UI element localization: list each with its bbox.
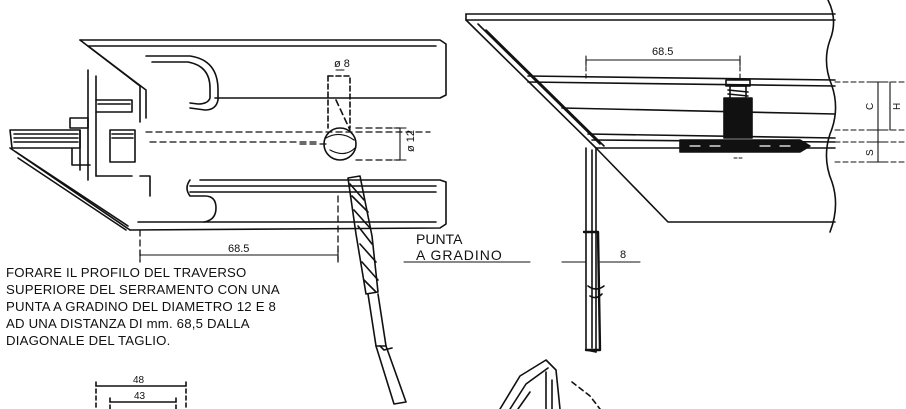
- drill-label-line1: PUNTA: [416, 231, 463, 247]
- instruction-line: AD UNA DISTANZA DI mm. 68,5 DALLA: [6, 316, 250, 331]
- profile-cross-section: [9, 39, 447, 231]
- dim-s-label: S: [865, 149, 876, 156]
- instruction-line: FORARE IL PROFILO DEL TRAVERSO: [6, 265, 247, 280]
- dim-c-label: C: [865, 103, 876, 110]
- reference-lines: [139, 127, 431, 263]
- dimension-lines-right: [561, 55, 906, 263]
- dim-h-label: H: [892, 103, 903, 110]
- dimension-lines-left: [139, 69, 531, 263]
- instruction-line: DIAGONALE DEL TAGLIO.: [6, 333, 171, 348]
- instruction-line: SUPERIORE DEL SERRAMENTO CON UNA: [6, 282, 280, 297]
- thickness-label: 8: [620, 249, 626, 261]
- instruction-line: PUNTA A GRADINO DEL DIAMETRO 12 E 8: [6, 299, 277, 314]
- step-drill-bit: [347, 175, 407, 405]
- drill-hole: [323, 75, 357, 161]
- hole-diameter-8-label: ø 8: [334, 58, 350, 70]
- bottom-outer-label: 48: [133, 375, 145, 386]
- bottom-inner-label: 43: [134, 391, 146, 402]
- drill-label-line2: A GRADINO: [416, 247, 503, 263]
- frame-assembly: [465, 0, 837, 353]
- bottom-partial-view: [95, 359, 601, 409]
- distance-right-label: 68.5: [652, 46, 673, 58]
- fixing-screw: [679, 79, 811, 159]
- hole-diameter-12-label: ø 12: [405, 130, 417, 152]
- drilling-instructions: FORARE IL PROFILO DEL TRAVERSO SUPERIORE…: [6, 264, 346, 349]
- distance-left-label: 68.5: [228, 243, 249, 255]
